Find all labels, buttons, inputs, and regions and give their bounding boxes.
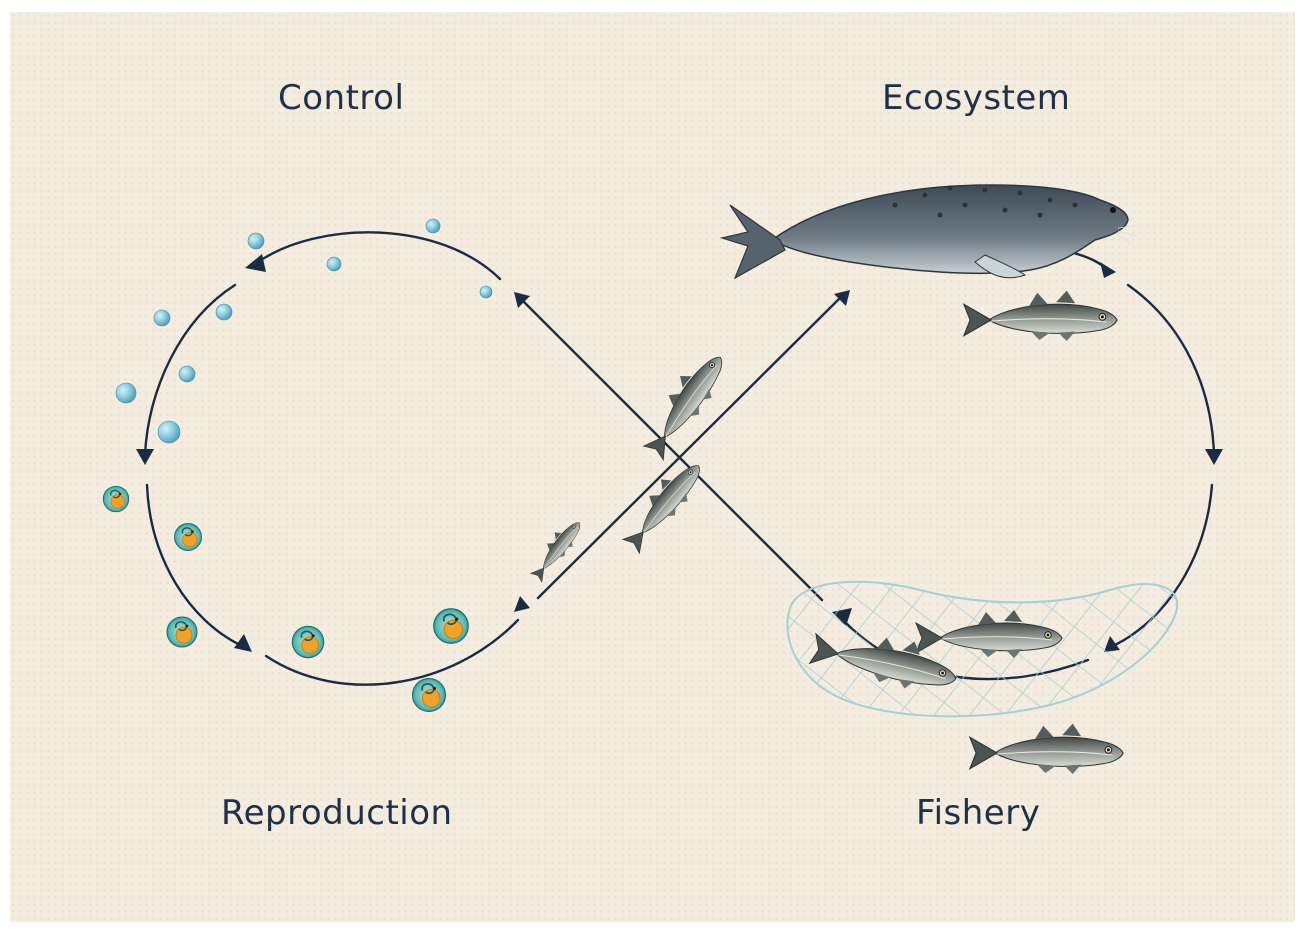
diagonal-down [522, 300, 822, 600]
arrowhead-top-right [1100, 262, 1116, 278]
arrowhead-right [1205, 449, 1223, 465]
arrowhead-upper-right [834, 290, 850, 306]
stage-label-fishery: Fishery [916, 793, 1040, 833]
adult-fish-ecosystem [964, 291, 1117, 341]
stage-label-control: Control [278, 78, 404, 118]
fish-eggs [103, 486, 468, 711]
water-drops [116, 219, 492, 443]
arc-top-left [258, 232, 500, 279]
arc-left-lower [147, 485, 240, 645]
arrowhead-left [136, 449, 154, 465]
arrowhead-center-up [514, 596, 530, 612]
fish-below-net [970, 724, 1123, 774]
seal-illustration [722, 185, 1138, 278]
arrowhead-top-left [245, 254, 266, 272]
stage-label-reproduction: Reproduction [221, 793, 453, 833]
stage-label-ecosystem: Ecosystem [882, 78, 1070, 118]
diagonal-up [538, 298, 840, 598]
arc-right-upper [1128, 285, 1214, 455]
young-fish [526, 345, 734, 584]
